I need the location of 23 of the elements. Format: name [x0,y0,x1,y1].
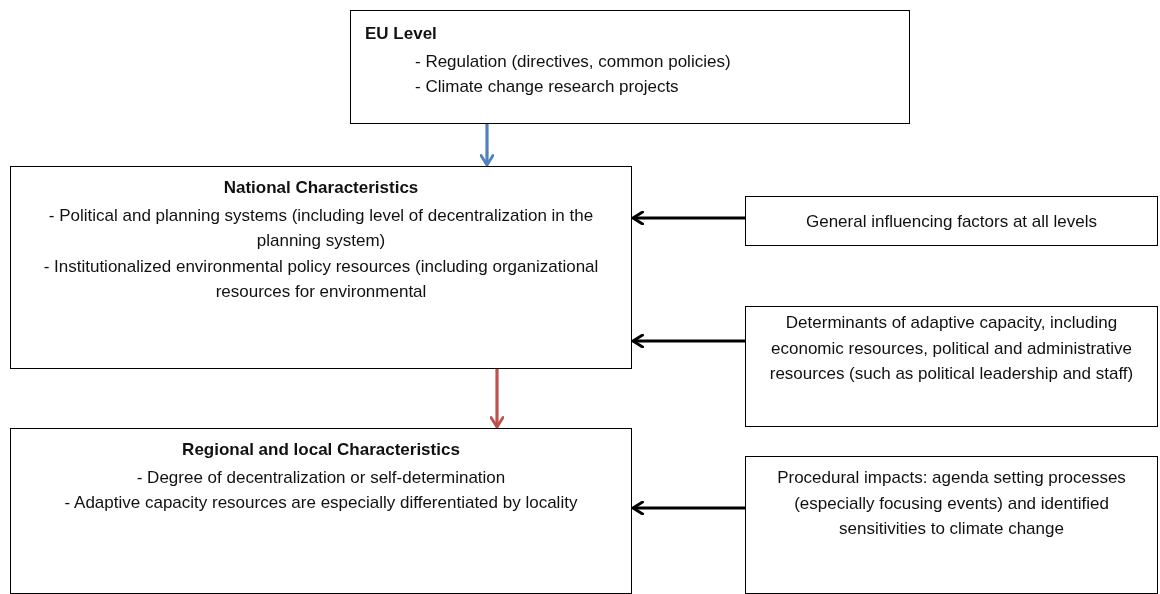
box-text: Procedural impacts: agenda setting processes (especially focusing events) and identified sensitivities to climate change [776,467,1127,540]
arrow [489,369,505,429]
bullet-text: - Climate change research projects [414,76,680,98]
text-box [745,196,1158,246]
arrow [631,333,745,349]
arrow [479,124,495,167]
text-box [10,166,632,369]
bullet-text: - Institutionalized environmental policy resources (including organizational resources for environmental [42,255,600,303]
text-box [745,456,1158,594]
box-text: Determinants of adaptive capacity, including economic resources, political and administrative resources (such as political leadership and staff) [768,312,1135,385]
arrow [631,500,745,516]
text-box [350,10,910,124]
bullet-text: - Degree of decentralization or self-determination [135,466,507,489]
arrow [631,210,745,226]
text-box [745,306,1158,427]
bullet-text: - Political and planning systems (including level of decentralization in the planning system) [47,204,595,252]
heading: EU Level [365,23,438,45]
text-box [10,428,632,594]
bullet-text: - Adaptive capacity resources are especially differentiated by locality [63,492,579,514]
bullet-text: - Regulation (directives, common policies) [414,50,732,73]
heading: Regional and local Characteristics [181,439,461,461]
heading: National Characteristics [222,177,420,199]
box-text: General influencing factors at all levels [804,211,1098,233]
